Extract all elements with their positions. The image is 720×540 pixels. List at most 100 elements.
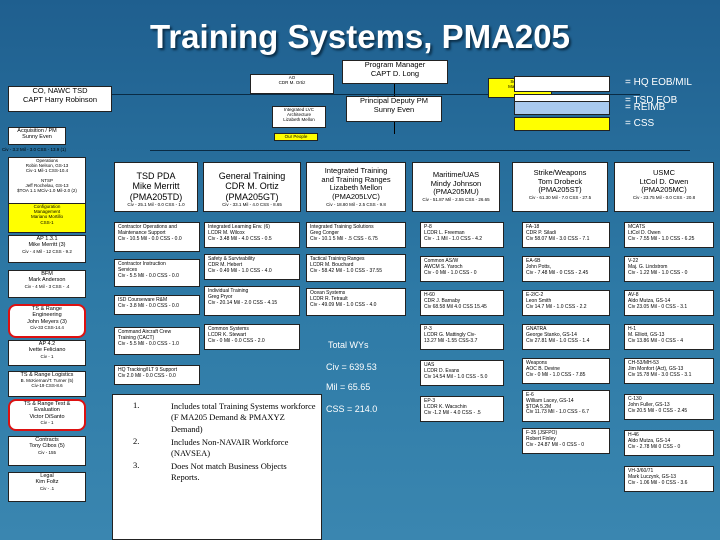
column-header-mu: Maritime/UAS Mindy Johnson (PMA205MU) Ci… xyxy=(412,162,500,212)
cell-line: George Stanko, GS-14 xyxy=(526,331,577,338)
cell-line: Civ 14.7 Mil - 1.0 CSS - 2.2 xyxy=(526,303,587,310)
column-header-gt: General Training CDR M. Ortiz (PMA205GT)… xyxy=(203,162,301,212)
config-mgmt-lead: Mariano Mortillo xyxy=(30,214,63,220)
cell-line: Training (CACT) xyxy=(118,334,155,341)
cell-line: Tactical Training Ranges xyxy=(310,256,365,262)
column-header-line: and Training Ranges xyxy=(321,174,391,184)
column-header-line: USMC xyxy=(652,168,676,177)
legal-title: Legal xyxy=(40,473,54,479)
ap-title: AP 1.3.1 xyxy=(36,236,58,242)
note-line: (NAVSEA) xyxy=(171,448,211,459)
cell-line: LCDR R. Tetrault xyxy=(310,295,348,302)
col2-safety: Safety & Survivability CDR M. Hebert Civ… xyxy=(204,254,300,280)
cell-line: Leon Smith xyxy=(526,297,552,304)
column-header-lvc: Integrated Training and Training Ranges … xyxy=(306,162,406,212)
cell-line: William Lacey, GS-14 xyxy=(526,397,574,404)
cell-line: Jim Monfort (Act), GS-13 xyxy=(628,365,684,372)
connector-line xyxy=(150,150,690,151)
col2-ile: Integrated Learning Env. (6) LCDR M. Wil… xyxy=(204,222,300,248)
col6-v22: V-22 Maj. G. Lindstrom Civ - 1.22 Mil - … xyxy=(624,256,714,282)
col6-mcats: MCATS LtCol D. Owen Civ - 7.55 Mil - 1.0… xyxy=(624,222,714,248)
column-header-stats: Civ - 18.80 Mil - 2.5 CSS - 9.8 xyxy=(326,201,386,207)
cell-line: AV-8 xyxy=(628,292,639,298)
ts-range-log-box: TS & Range Logistics B. McKiernan/T. Tur… xyxy=(8,371,86,397)
cell-line: Civ 11.73 Mil - 1.0 CSS - 6.7 xyxy=(526,409,589,416)
integrated-lvc-box: Integrated LVC Architecture Lizabeth Mel… xyxy=(272,106,326,128)
cell-line: GNATRA xyxy=(526,326,547,332)
cell-line: Civ 27.81 Mil - 1.0 CSS - 1.4 xyxy=(526,337,590,344)
legend-swatch-hq xyxy=(514,76,610,92)
contracts-title: Contracts xyxy=(35,437,59,443)
cell-line: CDR P. Siladi xyxy=(526,229,556,236)
col5-ea6b: EA-6B John Potts, Civ - 7.48 Mil - 0 CSS… xyxy=(522,256,610,282)
cell-line: Civ - 0 Mil - 1.0 CSS - 7.85 xyxy=(526,371,586,378)
cell-line: LCDR L. Freeman xyxy=(424,229,465,236)
operations-lead: Robin Nelson, GS-13 xyxy=(25,163,69,169)
column-header-stats: Civ - 33.1 Mil - 4.0 CSS - 8.65 xyxy=(222,202,282,208)
cell-line: AWCM S. Yaroch xyxy=(424,263,463,270)
cell-line: MCATS xyxy=(628,224,646,230)
contracts-box: Contracts Tony Cibos (5) Civ - 155 xyxy=(8,436,86,466)
cell-line: Civ - 7.48 Mil - 0 CSS - 2.45 xyxy=(526,269,589,276)
note-line: Reports. xyxy=(171,472,200,483)
ao-box: AO CDR M. Ortiz xyxy=(250,74,334,94)
cell-line: Civ 14.54 Mil - 1.0 CSS - 5.0 xyxy=(424,373,488,380)
note-number: 1. xyxy=(133,400,140,410)
our-people-label: Our People xyxy=(284,134,308,139)
cell-line: Aldo Mutza, GS-14 xyxy=(628,297,671,304)
cell-line: Aldo Mutza, GS-14 xyxy=(628,437,671,444)
column-header-line: Lizabeth Mellon xyxy=(329,183,383,193)
ts-range-te-box: TS & Range Test & Evaluation Victor DiSa… xyxy=(8,399,86,431)
column-header-line: (PMA205LVC) xyxy=(332,191,380,201)
cell-line: EA-6B xyxy=(526,258,541,264)
column-header-td: TSD PDA Mike Merritt (PMA205TD) Civ - 25… xyxy=(114,162,198,212)
ts-range-eng-title: TS & Range xyxy=(32,306,62,312)
program-manager-role: Program Manager xyxy=(364,60,426,69)
column-header-mc: USMC LtCol D. Owen (PMA205MC) Civ - 23.7… xyxy=(614,162,714,212)
col5-fa18: FA-18 CDR P. Siladi Civ 58.07 Mil - 3.0 … xyxy=(522,222,610,248)
col6-vh3: VH-3/60/71 Mark Luczynk, GS-13 Civ - 1.0… xyxy=(624,466,714,492)
program-manager-box: Program Manager CAPT D. Long xyxy=(342,60,448,84)
cell-line: Civ - 20.14 Mil - 2.0 CSS - 4.15 xyxy=(208,299,278,306)
legal-box: Legal Kim Foltz Civ - .1 xyxy=(8,472,86,502)
connector-line xyxy=(394,122,395,134)
column-header-line: General Training xyxy=(218,171,286,181)
cell-line: Civ - 24.87 Mil - 0 CSS - 0 xyxy=(526,441,585,448)
note-line: Demand) xyxy=(171,423,203,434)
ts-range-te-title: Evaluation xyxy=(34,407,60,414)
col5-cnatra: GNATRA George Stanko, GS-14 Civ 27.81 Mi… xyxy=(522,324,610,350)
bfm-stats: Civ - 4 Mil - 3 CSS - .4 xyxy=(24,283,70,289)
total-css: CSS = 214.0 xyxy=(326,404,378,414)
column-header-stats: Civ - 23.75 Mil - 0.0 CSS - 20.8 xyxy=(632,194,696,200)
note-number: 3. xyxy=(133,460,140,470)
cell-line: Civ - 58.42 Mil - 1.0 CSS - 37.55 xyxy=(310,267,382,274)
col4-ep3: EP-3 LCDR K. Wacschin Civ -1.2 Mil - 4.0… xyxy=(420,396,504,422)
cell-line: Civ -1.2 Mil - 4.0 CSS - .5 xyxy=(424,409,481,416)
ts-range-log-title: TS & Range Logistics xyxy=(20,372,74,378)
cell-line: $TOA 5.2M xyxy=(526,403,552,410)
cell-line: Ocean Systems xyxy=(310,290,346,296)
col6-h1: H-1 M. Elliott, GS-13 Civ 13.86 Mil - 0 … xyxy=(624,324,714,350)
col6-ch53: CH-53/MH-53 Jim Monfort (Act), GS-13 Civ… xyxy=(624,358,714,384)
column-header-line: Integrated Training xyxy=(324,166,388,175)
cell-line: Services xyxy=(118,266,138,273)
col4-uas: UAS LCDR D. Evans Civ 14.54 Mil - 1.0 CS… xyxy=(420,360,504,386)
cell-line: Civ - 5.5 Mil - 0.0 CSS - 1.0 xyxy=(118,340,179,347)
cell-line: Safety & Survivability xyxy=(208,256,255,262)
note-line: Includes total Training Systems workforc… xyxy=(171,401,316,411)
cell-line: Civ 58.07 Mil - 3.0 CSS - 7.1 xyxy=(526,235,590,242)
total-civ: Civ = 639.53 xyxy=(326,362,377,372)
cell-line: EP-3 xyxy=(424,398,436,404)
cell-line: Greg Conger xyxy=(310,229,339,236)
ntsp-stats: $TOA 1.1 MCiv-1.0 Mil-2.0 (2) xyxy=(17,187,77,193)
ts-range-eng-title: Engineering xyxy=(32,312,62,319)
total-wys-label: Total WYs xyxy=(328,340,369,350)
cell-line: VH-3/60/71 xyxy=(628,468,654,474)
column-header-line: Maritime/UAS xyxy=(432,170,480,179)
cell-line: P-8 xyxy=(424,224,432,230)
cell-line: UAS xyxy=(424,362,435,368)
contracts-lead: Tony Cibos (5) xyxy=(29,443,65,450)
our-people-box: Our People xyxy=(274,133,318,141)
col5-e2c2: E-2/C-2 Leon Smith Civ 14.7 Mil - 1.0 CS… xyxy=(522,290,610,316)
column-header-stats: Civ - 51.87 Mil - 2.55 CSS - 26.65 xyxy=(422,196,490,202)
